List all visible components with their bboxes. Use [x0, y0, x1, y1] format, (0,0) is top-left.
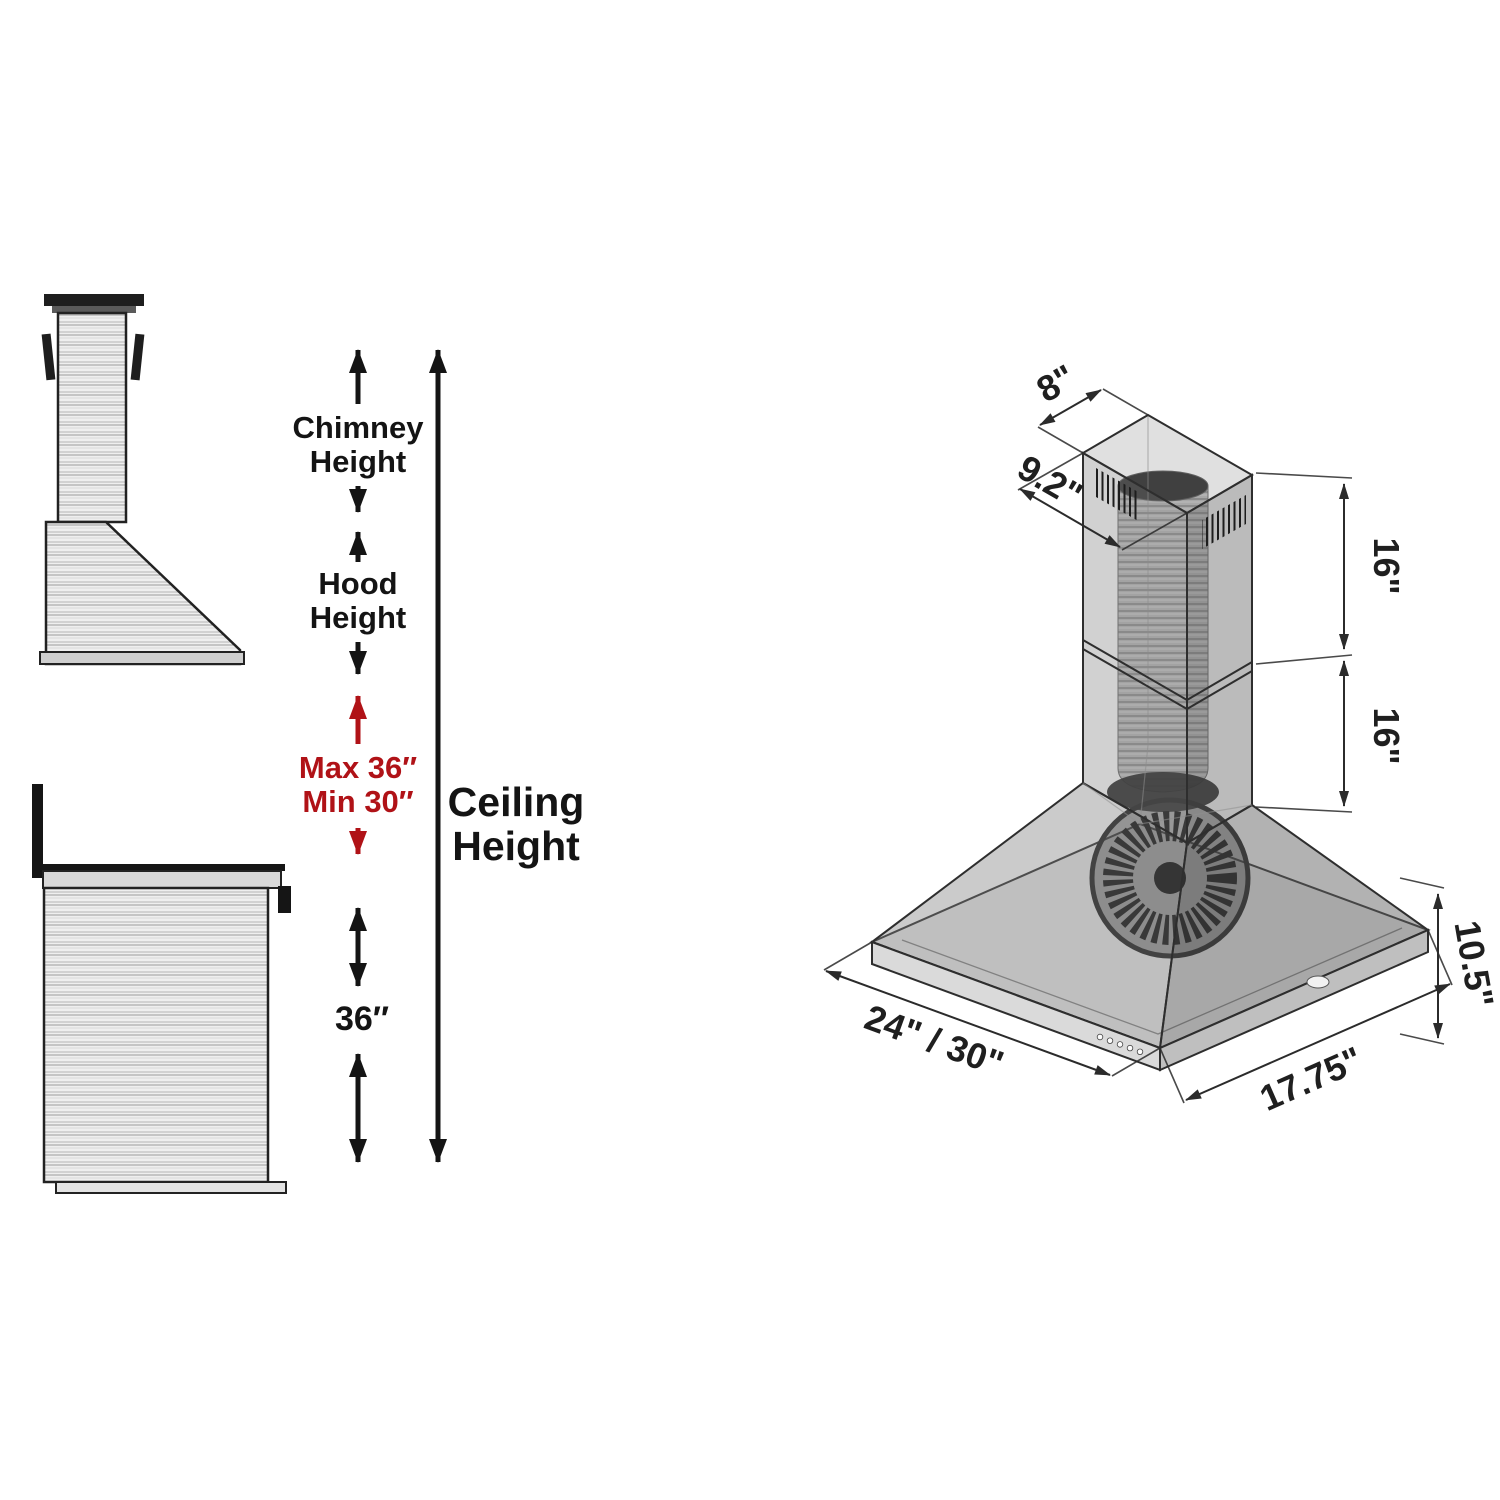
- control-button: [1116, 1041, 1124, 1048]
- chimney-seam-right-1: [1186, 661, 1253, 701]
- ext-line: [1037, 426, 1084, 454]
- chimney-body: [56, 311, 128, 524]
- hood-height-label-line2: Height: [310, 600, 406, 635]
- range-height-label: 36″: [335, 1000, 389, 1038]
- ext-line: [1399, 877, 1445, 889]
- range-body: [42, 886, 270, 1184]
- control-button: [1106, 1037, 1114, 1044]
- ceiling-height-label-line1: Ceiling: [448, 779, 585, 825]
- hidden-back-slope: [1139, 744, 1149, 825]
- vent-grill-right: [1202, 495, 1246, 549]
- control-button: [1136, 1048, 1144, 1055]
- chimney-seam-left-1: [1082, 639, 1188, 701]
- top-width-label: 8": [1029, 356, 1082, 410]
- chimney-lower-label: 16": [1366, 707, 1407, 764]
- dim-range-height: 36″: [335, 907, 389, 1163]
- hood-bottom-rim: [39, 651, 245, 665]
- ceiling-height-label-line2: Height: [452, 823, 580, 869]
- cooktop-surface: [43, 864, 285, 871]
- blower-fan-fins: [1103, 811, 1237, 945]
- ext-line: [1111, 1047, 1161, 1077]
- mount-bracket-right: [130, 333, 145, 381]
- range-side-view: [32, 784, 291, 1194]
- range-backguard: [32, 784, 43, 878]
- ext-line: [823, 941, 873, 971]
- range-top-band: [42, 870, 282, 889]
- ext-line: [1102, 388, 1149, 416]
- chimney-cap: [44, 294, 144, 306]
- dim-clearance: Max 36″ Min 30″: [299, 695, 417, 855]
- dim-ceiling-height: Ceiling Height: [429, 349, 585, 1163]
- mount-bracket-left: [41, 333, 56, 381]
- hood-height-label-line1: Hood: [318, 566, 397, 601]
- hood-height-label: 10.5": [1447, 917, 1500, 1010]
- dim-line: [1039, 389, 1102, 426]
- hood-side-view: [39, 294, 245, 666]
- chimney-seam-right-2: [1186, 670, 1253, 710]
- dim-chimney-upper: 16": [1255, 472, 1407, 665]
- ext-line: [1159, 1047, 1185, 1104]
- ext-line: [1121, 512, 1188, 551]
- control-button: [1126, 1044, 1134, 1052]
- top-depth-label: 9.2": [1011, 447, 1090, 516]
- ext-line: [1255, 472, 1353, 479]
- ext-line: [1427, 929, 1453, 986]
- chimney-upper-label: 16": [1366, 537, 1407, 594]
- dim-line: [825, 970, 1111, 1076]
- ext-line: [1255, 654, 1353, 665]
- hood-canopy: [44, 520, 242, 666]
- control-button: [1096, 1033, 1104, 1041]
- grease-drain-hole: [1306, 975, 1330, 989]
- ext-line: [1017, 452, 1084, 491]
- blower-hub: [1154, 862, 1186, 894]
- chimney-seam-left-2: [1082, 648, 1188, 710]
- canopy-back-edge-right: [1139, 804, 1253, 825]
- chimney-height-label-line1: Chimney: [293, 410, 425, 445]
- chimney-height-label-line2: Height: [310, 444, 406, 479]
- dim-line: [1019, 488, 1121, 548]
- canopy-back-edge-left: [1082, 782, 1141, 825]
- clearance-max-label: Max 36″: [299, 750, 417, 785]
- clearance-min-label: Min 30″: [302, 784, 413, 819]
- hood-width-label: 24" / 30": [859, 996, 1009, 1084]
- dim-hood-height: Hood Height: [310, 531, 406, 675]
- dim-chimney-lower: 16": [1255, 660, 1407, 813]
- chimney-cap-lip: [52, 306, 136, 313]
- range-knob: [278, 886, 291, 913]
- ext-line: [1255, 806, 1353, 813]
- range-plinth: [55, 1181, 287, 1194]
- dim-line: [1185, 983, 1451, 1101]
- dim-hood-height: 10.5": [1399, 877, 1500, 1045]
- dim-chimney-height: Chimney Height: [293, 349, 425, 513]
- hood-depth-label: 17.75": [1254, 1038, 1369, 1119]
